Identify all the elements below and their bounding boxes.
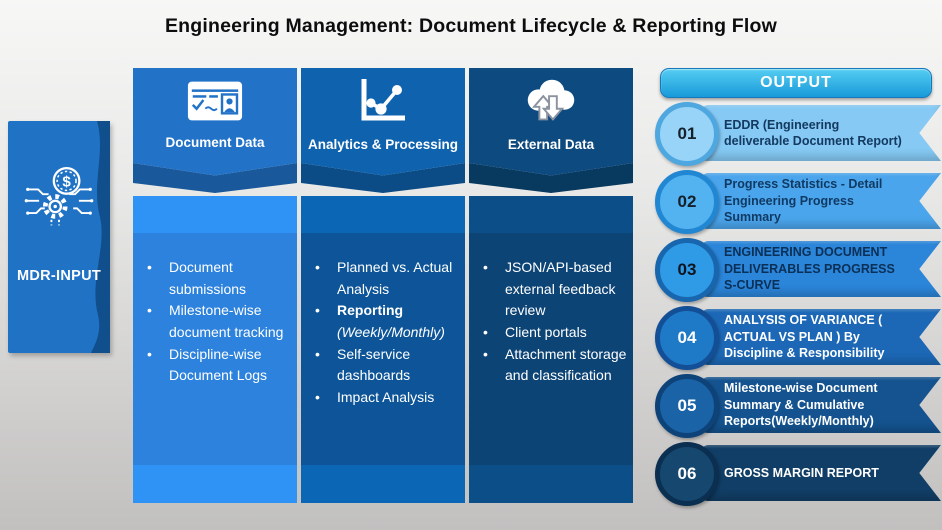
column-analytics-processing: Analytics & Processing Planned vs. Actua… — [301, 68, 465, 503]
column-body: JSON/API-based external feedback review … — [469, 196, 633, 503]
output-item-03: ENGINEERING DOCUMENT DELIVERABLES PROGRE… — [655, 238, 942, 302]
output-banner: ENGINEERING DOCUMENT DELIVERABLES PROGRE… — [700, 241, 941, 297]
output-label: ENGINEERING DOCUMENT DELIVERABLES PROGRE… — [724, 245, 895, 293]
output-items: EDDR (Engineering deliverable Document R… — [655, 102, 942, 506]
output-number: 05 — [677, 396, 697, 415]
column-body: Planned vs. Actual Analysis Reporting (W… — [301, 196, 465, 503]
output-label: Progress Statistics - Detail Engineering… — [724, 177, 883, 225]
column-header: Analytics & Processing — [301, 68, 465, 193]
output-number-badge: 05 — [655, 374, 719, 438]
list-item: Discipline-wise Document Logs — [145, 344, 291, 387]
output-number: 04 — [677, 328, 697, 347]
page-title: Engineering Management: Document Lifecyc… — [164, 15, 778, 37]
line-chart-icon — [356, 77, 410, 130]
output-number-badge: 01 — [655, 102, 719, 166]
output-banner: Milestone-wise Document Summary & Cumula… — [700, 377, 941, 433]
column-body: Document submissions Milestone-wise docu… — [133, 196, 297, 503]
column-document-data: Document Data Document submissions Miles… — [133, 68, 297, 503]
column-header: Document Data — [133, 68, 297, 193]
chevron-banner — [301, 68, 465, 176]
output-number: 02 — [677, 192, 697, 211]
list-item: JSON/API-based external feedback review — [481, 257, 627, 322]
output-item-02: Progress Statistics - Detail Engineering… — [655, 170, 942, 234]
output-number-badge: 04 — [655, 306, 719, 370]
output-banner: GROSS MARGIN REPORT — [700, 445, 941, 501]
list-item: Client portals — [481, 322, 627, 344]
mdr-input-label: MDR-INPUT — [16, 268, 102, 284]
column-title: External Data — [507, 137, 595, 152]
mdr-input-ribbon: $ — [8, 121, 110, 353]
ribbon-fold-shape — [84, 121, 110, 353]
column-title: Analytics & Processing — [307, 137, 459, 152]
output-header: OUTPUT — [660, 68, 932, 98]
column-header: External Data — [469, 68, 633, 193]
svg-text:$: $ — [62, 174, 71, 191]
output-number: 01 — [677, 124, 697, 143]
output-label: GROSS MARGIN REPORT — [724, 465, 879, 480]
list-item: Planned vs. Actual Analysis — [313, 257, 459, 300]
list-item-bold: Reporting — [337, 302, 404, 319]
column-external-data: External Data JSON/API-based external fe… — [469, 68, 633, 503]
output-panel: OUTPUT EDDR (Engineering deliverable Doc… — [655, 68, 942, 510]
bullet-list: JSON/API-based external feedback review … — [469, 233, 633, 387]
output-item-06: GROSS MARGIN REPORT 06 — [655, 442, 942, 506]
list-item: Reporting (Weekly/Monthly) — [313, 300, 459, 343]
output-banner: Progress Statistics - Detail Engineering… — [700, 173, 941, 229]
output-number-badge: 02 — [655, 170, 719, 234]
bullet-list: Document submissions Milestone-wise docu… — [133, 233, 297, 387]
id-card-icon — [186, 79, 244, 128]
bullet-list: Planned vs. Actual Analysis Reporting (W… — [301, 233, 465, 409]
output-banner: EDDR (Engineering deliverable Document R… — [700, 105, 941, 161]
output-number-badge: 06 — [655, 442, 719, 506]
output-item-01: EDDR (Engineering deliverable Document R… — [655, 102, 942, 166]
output-number: 06 — [677, 464, 697, 483]
column-title: Document Data — [165, 135, 265, 150]
output-label: Milestone-wise Document Summary & Cumula… — [724, 381, 878, 429]
list-item: Self-service dashboards — [313, 344, 459, 387]
list-item: Document submissions — [145, 257, 291, 300]
output-label: EDDR (Engineering deliverable Document R… — [724, 117, 902, 149]
output-number: 03 — [677, 260, 697, 279]
output-item-04: ANALYSIS OF VARIANCE ( ACTUAL VS PLAN ) … — [655, 306, 942, 370]
list-item-italic: (Weekly/Monthly) — [337, 324, 445, 341]
output-label: ANALYSIS OF VARIANCE ( ACTUAL VS PLAN ) … — [724, 313, 885, 361]
output-banner: ANALYSIS OF VARIANCE ( ACTUAL VS PLAN ) … — [700, 309, 941, 365]
list-item: Impact Analysis — [313, 387, 459, 409]
output-number-badge: 03 — [655, 238, 719, 302]
list-item: Milestone-wise document tracking — [145, 300, 291, 343]
list-item: Attachment storage and classification — [481, 344, 627, 387]
money-gear-circuit-icon: $ — [23, 161, 95, 238]
cloud-sync-icon — [520, 77, 582, 130]
output-item-05: Milestone-wise Document Summary & Cumula… — [655, 374, 942, 438]
